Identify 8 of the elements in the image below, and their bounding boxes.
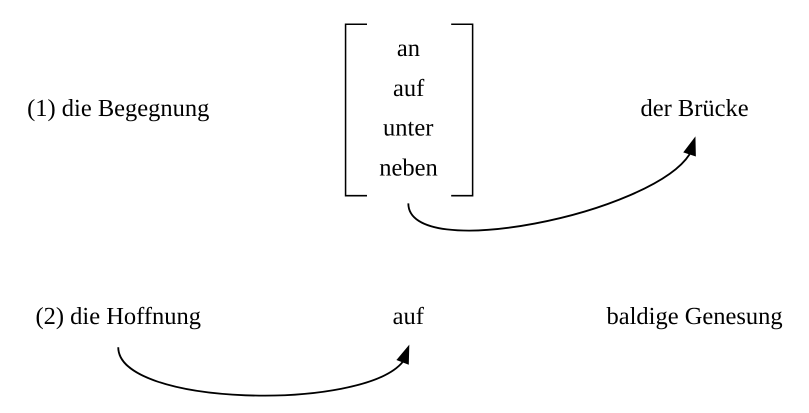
node-text: auf — [392, 302, 424, 330]
arrow — [407, 136, 696, 231]
node-text: baldige Genesung — [606, 302, 783, 330]
node-text: (2) die Hoffnung — [36, 302, 201, 330]
node-text: der Brücke — [640, 94, 749, 122]
node-text: (1) die Begegnung — [27, 94, 210, 122]
node-text: an auf unter neben — [379, 34, 438, 181]
arrow — [117, 344, 410, 396]
